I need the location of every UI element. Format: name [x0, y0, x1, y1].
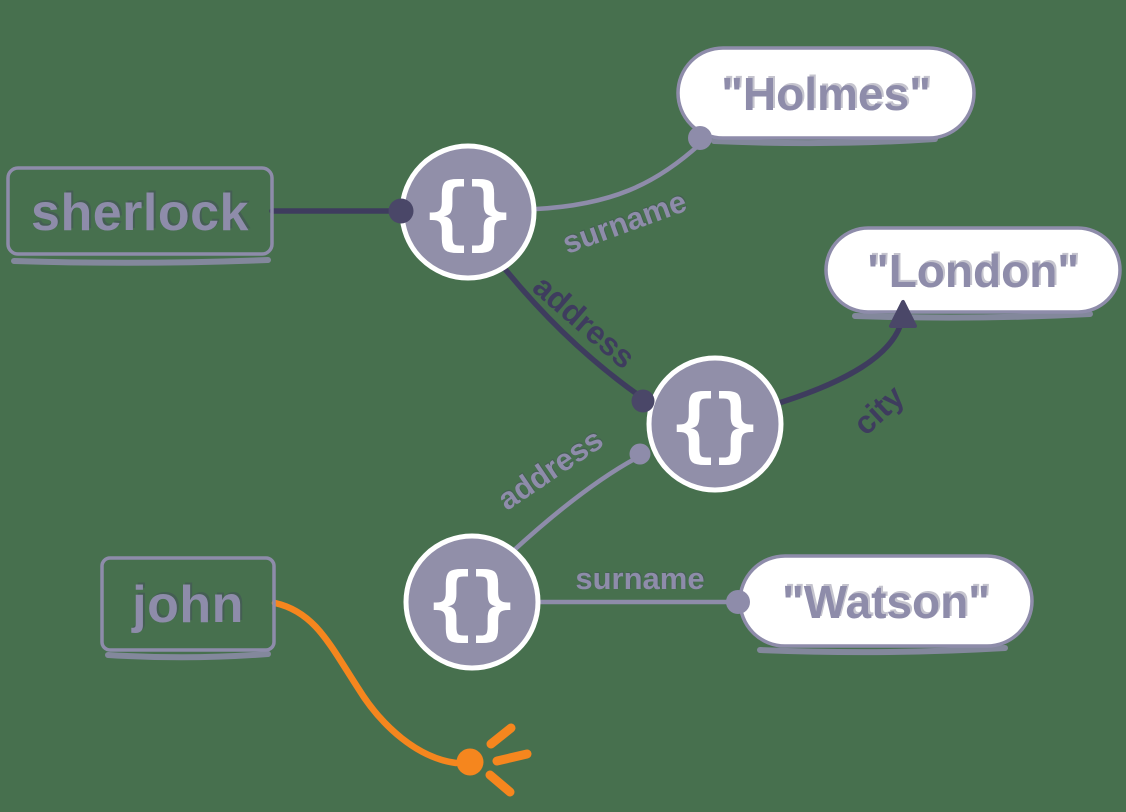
pill-bottom-shadow: [757, 645, 1008, 656]
edge-endpoints-layer: [388, 126, 917, 797]
value-label-holmes: "Holmes": [721, 68, 931, 120]
value-pill-holmes: [676, 46, 976, 140]
variable-label-sherlock: sherlock: [31, 184, 249, 242]
edge-endpoint-dot: [726, 590, 750, 614]
edge-arrowhead-city: [889, 300, 917, 328]
edge-surname-to-holmes: [533, 141, 703, 212]
variable-label-john: john: [131, 576, 244, 634]
object-glyph: {}: [423, 166, 507, 259]
edge-endpoint-dot: [631, 389, 655, 413]
edge-label-surname-watson: surname: [575, 561, 704, 596]
variable-box-sherlock: [6, 166, 274, 256]
edge-label-address-gray: address: [491, 422, 609, 518]
broken-end-dot: [456, 748, 484, 776]
object-node-address: {}: [646, 355, 784, 493]
object-node-person1: {}: [399, 143, 537, 281]
box-bottom-shadow: [105, 651, 271, 661]
object-node-person2: {}: [403, 533, 541, 671]
value-london: "London": [824, 226, 1122, 321]
value-watson: "Watson": [738, 554, 1034, 656]
broken-reference-line: [271, 599, 460, 767]
variable-box-john: [100, 556, 276, 652]
pill-bottom-shadow: [852, 311, 1093, 321]
value-label-london: "London": [867, 245, 1079, 297]
value-holmes: "Holmes": [676, 46, 976, 147]
edge-address-gray: [509, 453, 643, 555]
edge-label-address-dark: address: [526, 268, 642, 376]
object-circle: [646, 355, 784, 493]
edge-label-city: city: [846, 378, 911, 442]
object-glyph: {}: [427, 556, 511, 649]
variable-john: john: [100, 556, 276, 661]
spark-icon: [485, 723, 532, 797]
edge-endpoint-dot: [629, 443, 651, 465]
edge-endpoint-dot: [388, 198, 414, 224]
pill-bottom-shadow: [711, 136, 938, 147]
value-label-watson: "Watson": [782, 576, 990, 628]
value-pill-london: [824, 226, 1122, 314]
edge-address-dark: [502, 266, 647, 402]
variable-sherlock: sherlock: [6, 166, 274, 266]
box-bottom-shadow: [11, 257, 271, 266]
edges-layer: [269, 141, 905, 767]
edge-endpoint-dot: [688, 126, 712, 150]
object-circle: [403, 533, 541, 671]
edge-city-to-london: [776, 317, 905, 406]
object-glyph: {}: [670, 378, 754, 471]
edge-label-surname-holmes: surname: [558, 184, 691, 261]
